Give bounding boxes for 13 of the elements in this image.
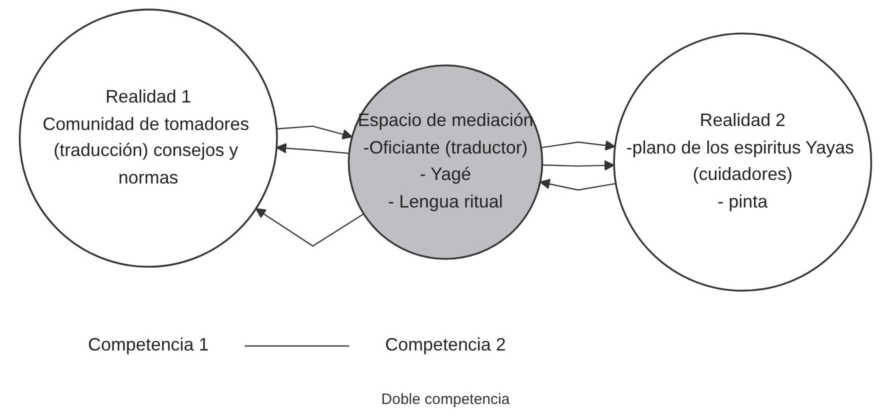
connector [244,345,350,347]
arrow [276,126,353,140]
arrow [276,142,350,154]
arrow [540,178,616,191]
arrow [541,140,616,151]
node-text: Competencia 2 [385,334,506,356]
arrow [542,160,615,171]
caption: Doble competencia [381,391,510,408]
node-circle: Realidad 1 Comunidad de tomadores (traducción) consejos y normas [18,8,278,268]
node-circle: Espacio de mediación -Oficiante (traductor) - Yagé - Lengua ritual [348,64,544,260]
node-text: Competencia 1 [88,334,209,356]
arrow [255,208,364,247]
node-circle: Realidad 2 -plano de los espiritus Yayas (cuidadores) - pinta [613,32,872,292]
